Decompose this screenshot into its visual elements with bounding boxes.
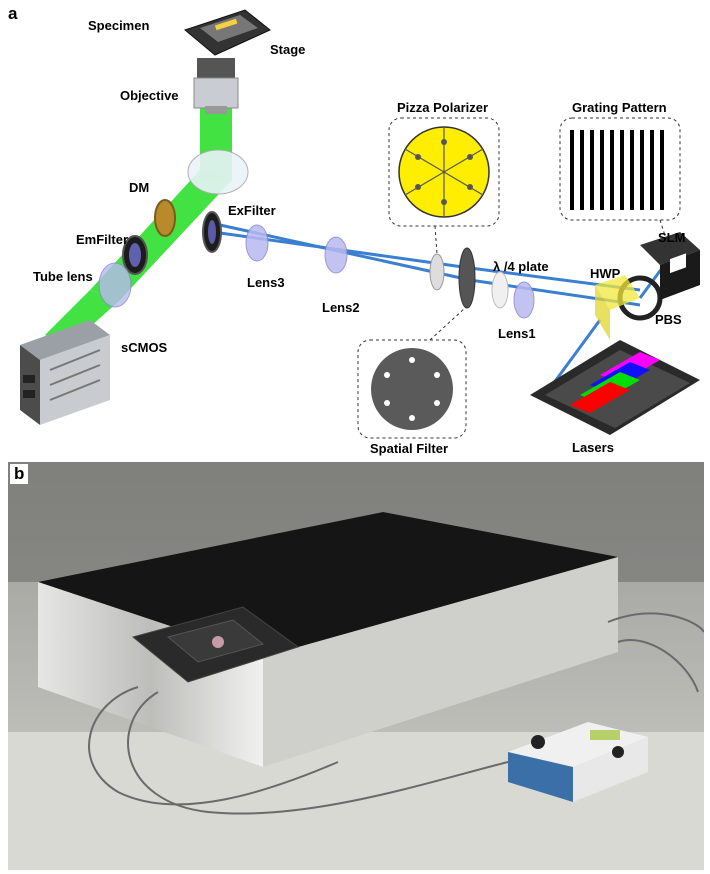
lens3: [245, 224, 269, 262]
tube-lens: [98, 262, 132, 308]
label-lambda-plate: λ /4 plate: [493, 259, 549, 274]
panel-b-photo: b: [8, 462, 704, 870]
grating-pattern-inset-frame: [559, 117, 681, 221]
label-specimen: Specimen: [88, 18, 150, 33]
lens1: [513, 281, 535, 319]
stage-assembly: [183, 9, 271, 56]
enclosure-front: [38, 582, 263, 767]
instrument-photo: [8, 462, 704, 870]
joystick-controller: [508, 722, 648, 802]
specimen-slide: [214, 18, 238, 31]
lens2: [324, 236, 348, 274]
label-spatial-filter: Spatial Filter: [370, 441, 449, 456]
panel-a-schematic: a: [8, 4, 700, 456]
label-stage: Stage: [270, 42, 306, 57]
spatial-filter-element: [458, 247, 476, 309]
lasers-box: [530, 340, 700, 435]
spatial-filter-inset-frame: [357, 339, 467, 439]
label-lens1: Lens1: [498, 326, 536, 341]
enclosure-top: [38, 512, 618, 657]
pizza-polarizer-element: [429, 253, 445, 291]
label-scmos: sCMOS: [121, 340, 168, 355]
label-grating-pattern: Grating Pattern: [572, 100, 667, 115]
label-pbs: PBS: [655, 312, 682, 327]
label-hwp: HWP: [590, 266, 621, 281]
dichroic-mirror: [187, 149, 249, 195]
label-emfilter: EmFilter: [76, 232, 129, 247]
optical-setup-diagram: [20, 9, 700, 439]
label-lens2: Lens2: [322, 300, 360, 315]
quarter-wave-plate: [491, 271, 509, 309]
label-exfilter: ExFilter: [228, 203, 276, 218]
enclosure-side: [263, 557, 618, 767]
label-tube-lens: Tube lens: [33, 269, 93, 284]
pbs-cube: [595, 275, 640, 310]
panel-letter-a: a: [8, 4, 18, 23]
slm-device: [640, 232, 700, 300]
panel-letter-b: b: [10, 464, 29, 484]
label-objective: Objective: [120, 88, 179, 103]
label-lasers: Lasers: [572, 440, 614, 455]
grating-stripes: [570, 130, 664, 210]
cables: [88, 612, 704, 815]
label-slm: SLM: [658, 230, 686, 245]
objective-lens: [193, 58, 239, 114]
pizza-polarizer-inset-frame: [388, 117, 500, 227]
dm-ring: [154, 199, 176, 237]
spatial-filter-disk: [371, 348, 453, 430]
label-pizza-polarizer: Pizza Polarizer: [397, 100, 489, 115]
laser-red: [570, 382, 630, 413]
label-lens3: Lens3: [247, 275, 285, 290]
label-dm: DM: [129, 180, 150, 195]
scmos-camera: [20, 320, 110, 425]
